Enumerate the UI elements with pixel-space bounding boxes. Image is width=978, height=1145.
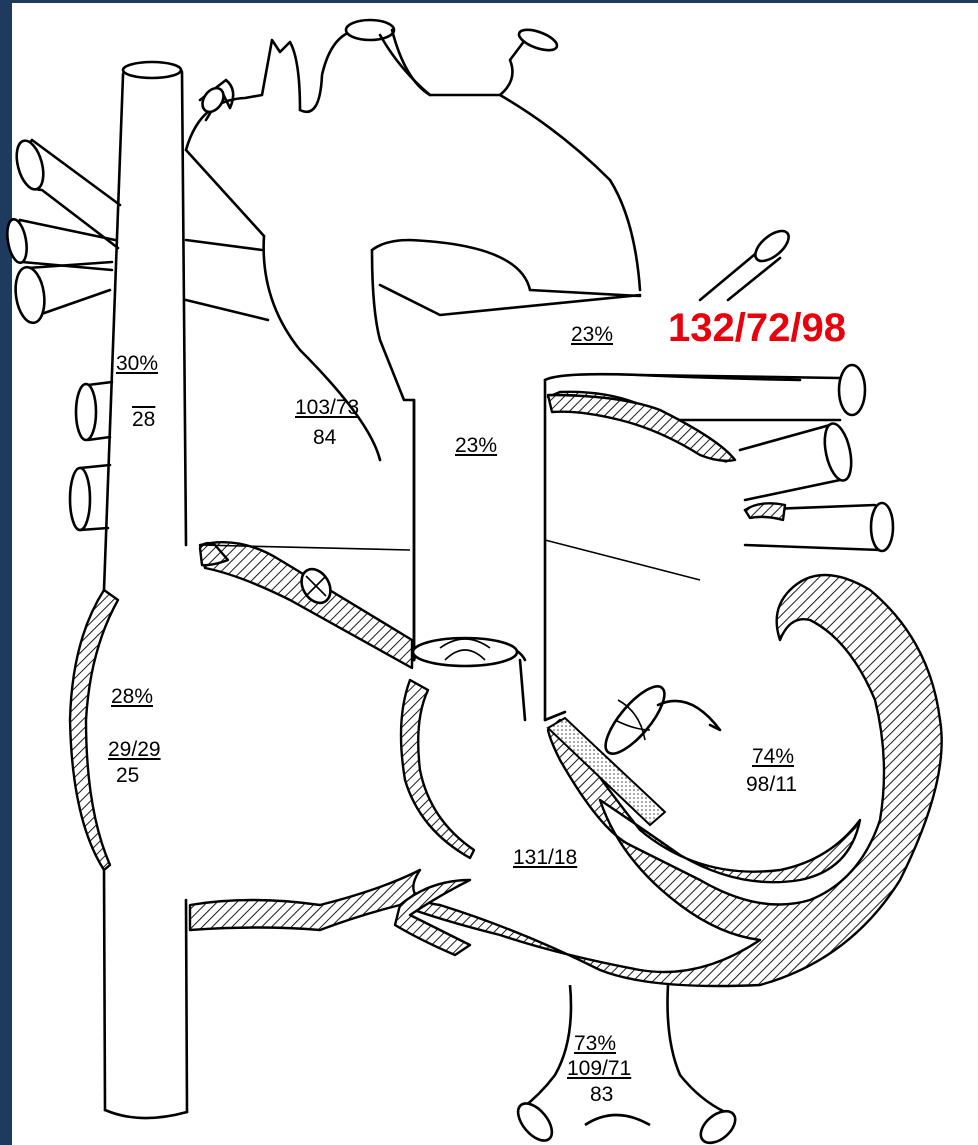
descending-aorta xyxy=(0,0,978,1145)
slide-frame: 30% 28 103/73 84 23% 23% 132/72/98 28% 2… xyxy=(0,0,978,1145)
